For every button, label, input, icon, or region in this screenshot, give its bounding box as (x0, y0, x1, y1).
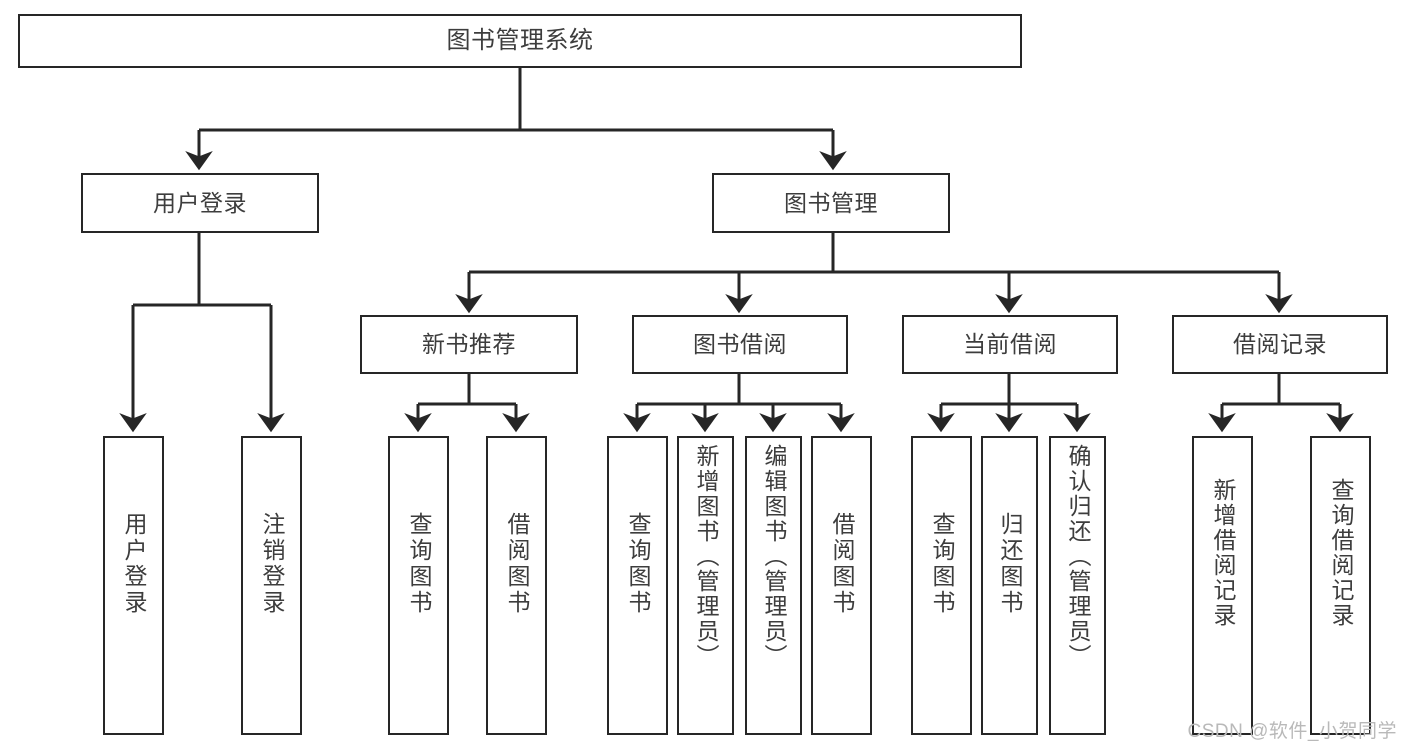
leaf-borrow-book-recommend[interactable]: 借阅图书 (486, 436, 547, 735)
node-user-login[interactable]: 用户登录 (81, 173, 319, 233)
node-label: 编辑图书（管理员） (761, 444, 787, 669)
node-label: 查询图书 (929, 512, 955, 616)
node-current-borrow[interactable]: 当前借阅 (902, 315, 1118, 374)
node-label: 图书借阅 (693, 331, 787, 358)
node-borrow-record[interactable]: 借阅记录 (1172, 315, 1388, 374)
node-label: 借阅记录 (1233, 331, 1327, 358)
node-label: 图书管理 (784, 189, 878, 216)
node-book-borrow[interactable]: 图书借阅 (632, 315, 848, 374)
leaf-query-book-recommend[interactable]: 查询图书 (388, 436, 449, 735)
node-label: 查询图书 (406, 512, 432, 616)
leaf-user-login[interactable]: 用户登录 (103, 436, 164, 735)
leaf-logout-login[interactable]: 注销登录 (241, 436, 302, 735)
node-label: 借阅图书 (829, 512, 855, 616)
leaf-confirm-return[interactable]: 确认归还（管理员） (1049, 436, 1106, 735)
node-label: 确认归还（管理员） (1065, 444, 1091, 669)
node-label: 借阅图书 (504, 512, 530, 616)
leaf-query-borrow-record[interactable]: 查询借阅记录 (1310, 436, 1371, 735)
leaf-add-book[interactable]: 新增图书（管理员） (677, 436, 734, 735)
node-root-system[interactable]: 图书管理系统 (18, 14, 1022, 68)
node-label: 注销登录 (259, 512, 285, 616)
node-new-book-recommend[interactable]: 新书推荐 (360, 315, 578, 374)
node-label: 当前借阅 (963, 331, 1057, 358)
leaf-borrow-book[interactable]: 借阅图书 (811, 436, 872, 735)
leaf-query-book-borrow[interactable]: 查询图书 (607, 436, 668, 735)
node-label: 用户登录 (121, 512, 147, 616)
node-label: 新增图书（管理员） (693, 444, 719, 669)
node-label: 查询借阅记录 (1328, 478, 1354, 628)
node-label: 新书推荐 (422, 331, 516, 358)
node-label: 图书管理系统 (446, 27, 594, 55)
node-label: 归还图书 (997, 512, 1023, 616)
leaf-edit-book[interactable]: 编辑图书（管理员） (745, 436, 802, 735)
node-label: 新增借阅记录 (1210, 478, 1236, 628)
leaf-query-book-current[interactable]: 查询图书 (911, 436, 972, 735)
watermark-text: CSDN @软件_小贺同学 (1187, 721, 1397, 742)
leaf-return-book[interactable]: 归还图书 (981, 436, 1038, 735)
node-label: 用户登录 (153, 189, 247, 216)
leaf-add-borrow-record[interactable]: 新增借阅记录 (1192, 436, 1253, 735)
node-book-manage[interactable]: 图书管理 (712, 173, 950, 233)
node-label: 查询图书 (625, 512, 651, 616)
